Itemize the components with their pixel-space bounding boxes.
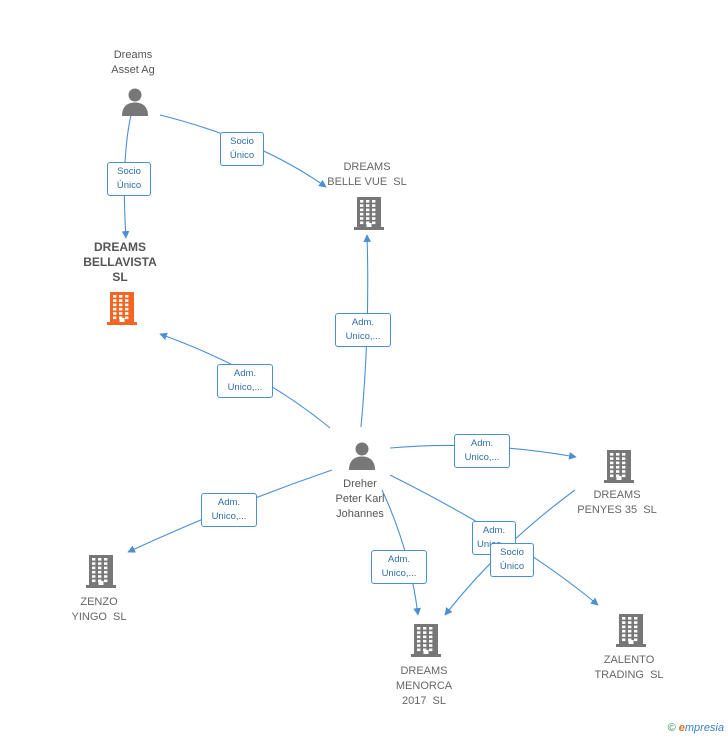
edge-label[interactable]: Adm. Unico,...: [371, 550, 427, 584]
edge-label[interactable]: Adm. Unico,...: [201, 493, 257, 527]
node-label-dreher[interactable]: Dreher Peter Karl Johannes: [335, 478, 385, 520]
node-label-dreams-penyes[interactable]: DREAMS PENYES 35 SL: [577, 489, 657, 516]
building-icon[interactable]: [354, 196, 384, 235]
edge-label[interactable]: Adm. Unico,...: [335, 313, 391, 347]
node-label-dreams-asset[interactable]: Dreams Asset Ag: [111, 49, 155, 76]
copyright-icon: ©: [667, 722, 676, 734]
building-icon[interactable]: [86, 554, 116, 593]
node-label-dreams-menorca[interactable]: DREAMS MENORCA 2017 SL: [395, 665, 453, 707]
edge-label[interactable]: Socio Único: [490, 543, 534, 577]
copyright: ©empresia: [668, 722, 724, 734]
node-label-zalento[interactable]: ZALENTO TRADING SL: [594, 654, 664, 681]
person-icon[interactable]: [347, 440, 377, 475]
node-label-zenzo[interactable]: ZENZO YINGO SL: [71, 596, 127, 623]
building-icon[interactable]: [411, 623, 441, 662]
node-label-dreams-bellevue[interactable]: DREAMS BELLE VUE SL: [327, 161, 407, 188]
building-icon[interactable]: [604, 449, 634, 488]
node-label-dreams-bellavista[interactable]: DREAMS BELLAVISTA SL: [83, 240, 157, 284]
edge-label[interactable]: Adm. Unico,...: [454, 434, 510, 468]
edge-label[interactable]: Socio Único: [220, 132, 264, 166]
edge-label[interactable]: Socio Único: [107, 162, 151, 196]
person-icon[interactable]: [120, 86, 150, 121]
building-icon[interactable]: [107, 291, 137, 330]
edge-label[interactable]: Adm. Unico,...: [217, 364, 273, 398]
building-icon[interactable]: [616, 613, 646, 652]
brand-name: mpresia: [684, 722, 724, 734]
brand-initial: e: [678, 722, 685, 734]
